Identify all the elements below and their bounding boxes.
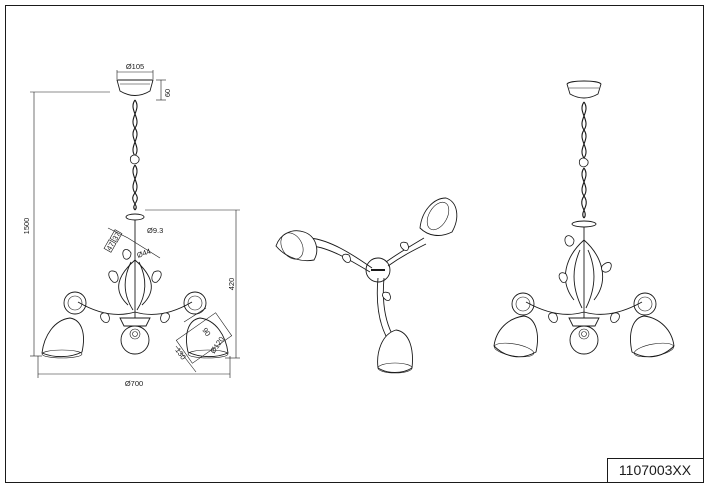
title-block: 1107003XX <box>607 458 704 483</box>
front-view-dimensioned: Ø105 60 1500 420 Ø9.3 37 <box>22 62 240 388</box>
decorative-stems <box>118 259 152 311</box>
left-shade <box>41 317 84 359</box>
drawing-frame <box>5 5 704 483</box>
dim-tube-diameter: Ø9.3 <box>147 226 163 235</box>
front-view <box>493 80 675 358</box>
suspension-chain <box>132 99 138 211</box>
dim-total-height: 1500 <box>22 218 31 235</box>
dim-44: Ø44 <box>136 247 152 260</box>
dim-body-height: 420 <box>227 278 236 291</box>
top-view-shade-left <box>275 230 318 262</box>
dim-canopy-diameter: Ø105 <box>126 62 144 71</box>
title-block-box <box>607 458 704 483</box>
dim-47: 47 <box>104 240 116 252</box>
ceiling-canopy <box>116 79 154 96</box>
article-number: 1107003XX <box>619 462 692 478</box>
dim-shade-length: 90 <box>200 326 212 338</box>
right-shade <box>186 317 229 359</box>
dim-canopy-height: 60 <box>163 89 172 97</box>
dim-37: 37 <box>110 230 122 242</box>
top-view-shade-right <box>419 197 458 236</box>
top-view-shade-bottom <box>377 329 413 374</box>
top-view <box>275 197 458 374</box>
suspension-chain-right <box>581 101 587 219</box>
dim-overall-diameter: Ø700 <box>125 379 143 388</box>
center-shade <box>120 325 150 355</box>
